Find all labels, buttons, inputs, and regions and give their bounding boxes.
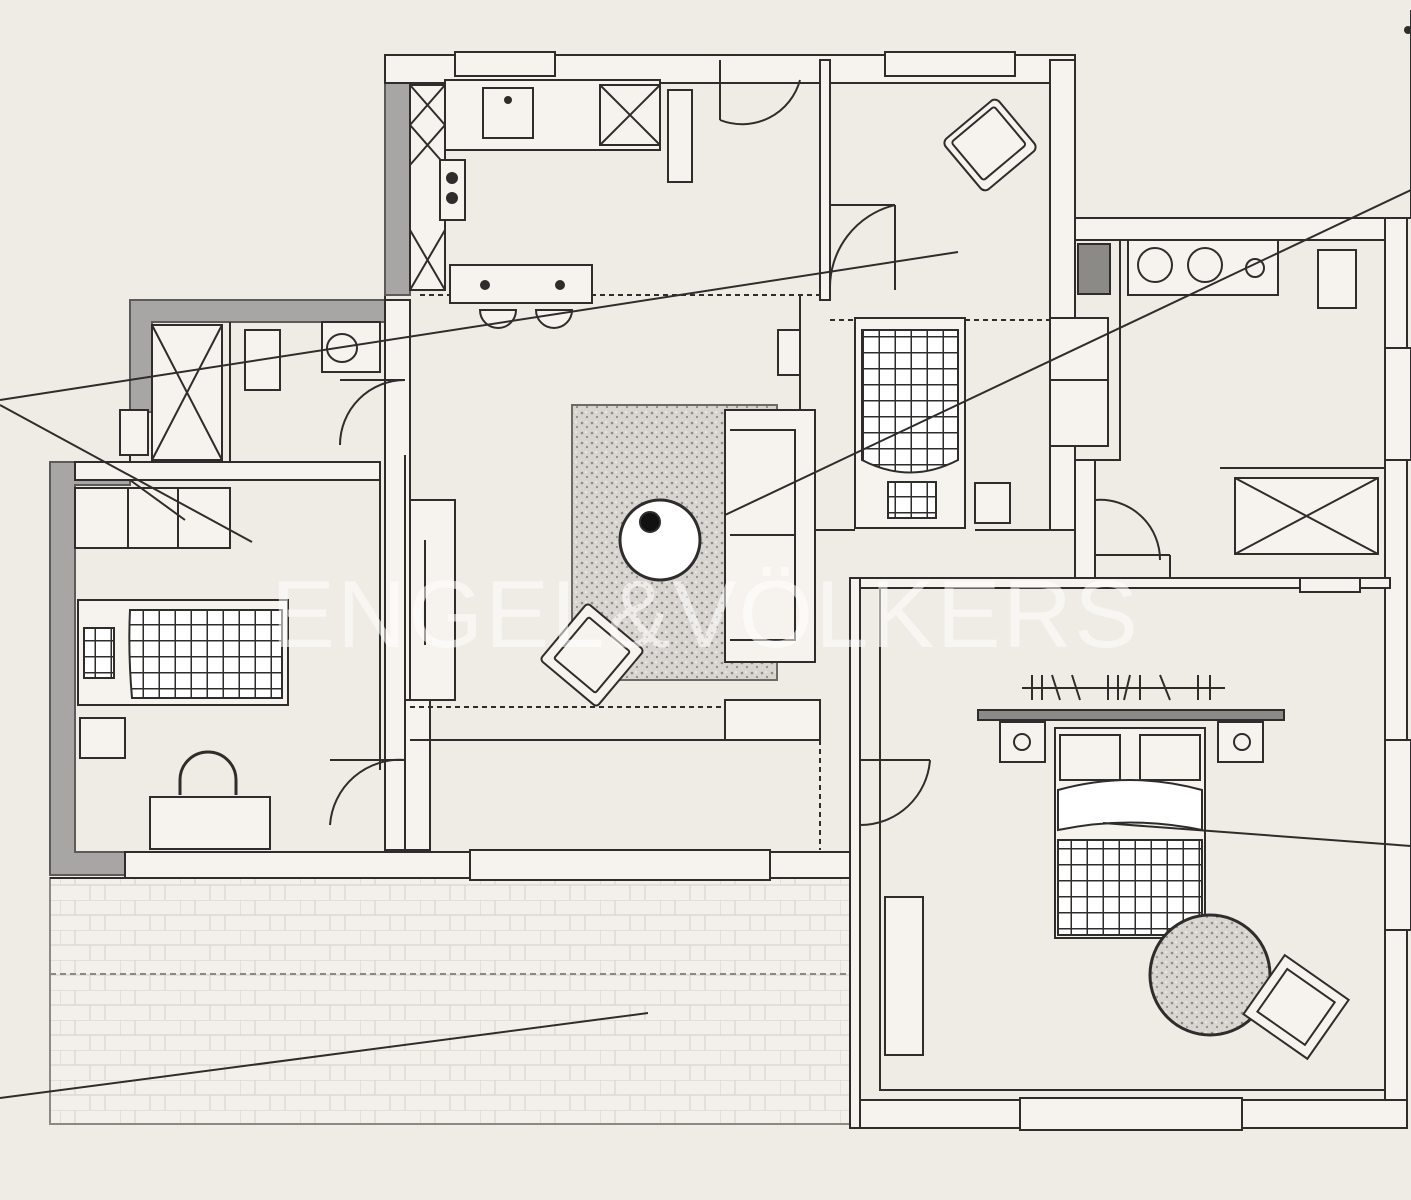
- armchair-icon: [1242, 953, 1351, 1061]
- armchair-icon: [149, 750, 271, 850]
- bathtub-icon: [854, 317, 966, 529]
- shower-icon: [151, 324, 223, 461]
- wardrobe-rail: [977, 674, 1285, 721]
- door-swing-icon: [329, 60, 1162, 827]
- armchair-icon: [943, 98, 1037, 192]
- round-table-icon: [618, 498, 702, 582]
- bed-icon: [77, 599, 289, 706]
- kitchen: [409, 79, 693, 329]
- living-room: [409, 329, 816, 707]
- office: [943, 98, 1037, 192]
- armchair-icon: [540, 603, 644, 707]
- shower-icon: [1234, 477, 1379, 555]
- terrace: [49, 877, 851, 1125]
- bed-icon: [1054, 727, 1206, 939]
- sink-icon: [482, 87, 534, 139]
- bathroom-right: [1077, 239, 1379, 555]
- sofa-icon: [724, 409, 816, 663]
- toilet-icon: [1317, 249, 1357, 309]
- bedroom-left: [74, 479, 289, 850]
- windows: [454, 51, 1411, 1131]
- stove-icon: [439, 159, 466, 221]
- bedroom-main: [884, 674, 1351, 1061]
- pointer-lines: [0, 189, 1411, 1099]
- sink-icon: [321, 321, 381, 373]
- sink-icon: [1137, 247, 1223, 283]
- bathroom-center: [854, 317, 1109, 529]
